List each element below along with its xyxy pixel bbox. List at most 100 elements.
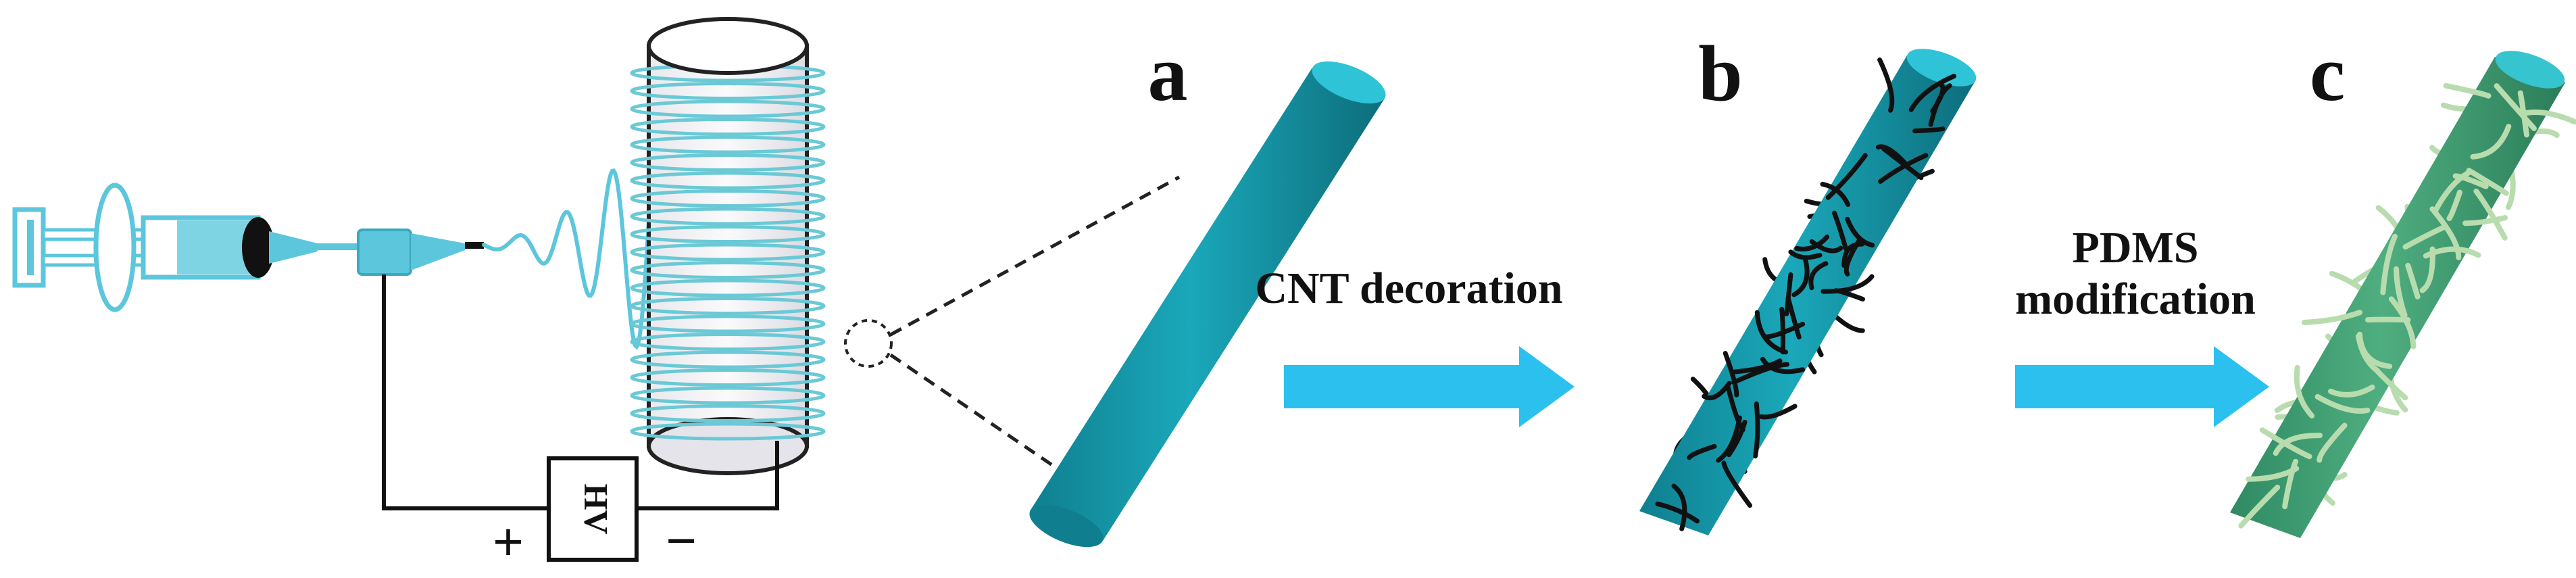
coil-loop	[630, 153, 826, 172]
step-cnt-decoration: CNT decoration	[1255, 264, 1575, 427]
coil-loop	[630, 350, 826, 369]
pdms-strand	[2470, 124, 2512, 160]
pdms-strand	[2388, 296, 2417, 350]
hv-label: HV	[578, 484, 616, 535]
cnt-strand	[1727, 419, 1748, 458]
cnt-strand	[1779, 306, 1785, 355]
cnt-strand	[1731, 362, 1790, 385]
electrospinning-setup: HV + −	[12, 17, 1181, 571]
cnt-strand	[1788, 249, 1823, 260]
coil-loop	[630, 243, 826, 262]
cnt-strand	[1721, 460, 1752, 508]
zoom-line-top	[889, 175, 1181, 337]
coil-loop	[630, 99, 826, 118]
pdms-strand	[2452, 173, 2489, 189]
pdms-strand	[2328, 384, 2375, 398]
step-pdms-modification: PDMS modification	[2015, 223, 2269, 427]
cnt-strand	[1832, 210, 1849, 251]
cnt-strand	[1820, 181, 1851, 208]
coil-loop	[630, 404, 826, 423]
needle-tip-icon	[357, 228, 484, 276]
pdms-strand	[2273, 433, 2323, 456]
coil-loop	[630, 368, 826, 387]
coil-loop	[630, 171, 826, 190]
cnt-strand	[1671, 483, 1687, 531]
pdms-strand	[2419, 246, 2435, 293]
cnt-strand	[1764, 321, 1806, 339]
panel-label-c: c	[2310, 29, 2345, 118]
cnt-strand	[1784, 272, 1793, 316]
pdms-strand	[2523, 109, 2576, 125]
coil-loop	[630, 225, 826, 243]
pdms-strand	[2462, 215, 2508, 226]
pdms-strand	[2301, 310, 2363, 325]
panel-label-b: b	[1698, 29, 1743, 118]
cnt-strand	[1820, 274, 1875, 294]
cnt-strand	[1794, 234, 1830, 251]
pdms-strand	[2259, 427, 2312, 460]
pdms-strand	[2282, 458, 2299, 510]
cnt-strand	[1845, 216, 1875, 248]
flow-arrow-icon	[2015, 346, 2269, 427]
pdms-strand	[2443, 82, 2492, 99]
pdms-strand	[2473, 188, 2508, 241]
zoom-circle	[844, 319, 893, 368]
zoom-line-bottom	[889, 353, 1056, 468]
coil-loop	[630, 82, 826, 100]
step2-label-line1: PDMS	[2073, 223, 2199, 272]
collector-drum-icon	[630, 17, 826, 475]
coil-loop	[630, 189, 826, 208]
bare-fiber	[1030, 68, 1385, 541]
cnt-strand	[1760, 356, 1806, 375]
cnt-strand	[1723, 351, 1739, 398]
flow-arrow-icon	[1284, 346, 1575, 427]
coil-loop	[630, 118, 826, 136]
pdms-strand	[2372, 366, 2408, 401]
cnt-strand	[1877, 57, 1895, 113]
pdms-strand	[2517, 90, 2529, 138]
cnt-fiber	[1639, 55, 1976, 535]
electrospun-jet	[482, 168, 651, 350]
coil-loop	[630, 314, 826, 333]
pdms-strand	[2314, 393, 2371, 414]
cnt-strand	[1655, 501, 1700, 524]
cnt-strand	[1753, 401, 1760, 459]
coil-loop	[630, 333, 826, 351]
coil-loop	[630, 422, 826, 441]
panel-b: b	[1639, 29, 1977, 535]
cnt-strand	[1759, 404, 1798, 420]
step1-label: CNT decoration	[1255, 264, 1562, 313]
cnt-strand	[1928, 83, 1952, 127]
cnt-strand	[1731, 358, 1783, 375]
cnt-strand	[1825, 153, 1868, 200]
panel-a: a	[1029, 29, 1386, 548]
pdms-strands-front	[2238, 82, 2576, 529]
pdms-strand	[2238, 484, 2281, 529]
cnt-strand	[1791, 258, 1810, 297]
pdms-strand	[2380, 233, 2398, 295]
pdms-strand	[2317, 423, 2348, 463]
cnt-strand	[1843, 238, 1862, 277]
cnt-strands-front	[1655, 57, 1957, 531]
coil-loop	[630, 135, 826, 154]
step2-label-line2: modification	[2015, 274, 2256, 324]
coil-loop	[630, 297, 826, 315]
cnt-strand	[1912, 126, 1946, 134]
panel-c: c	[2230, 29, 2576, 538]
hv-supply-icon: HV + −	[382, 274, 779, 571]
syringe-icon	[12, 183, 358, 312]
coil-loop	[630, 261, 826, 279]
pdms-strand	[2432, 169, 2473, 215]
coil-loop	[630, 207, 826, 226]
cnt-strand	[1687, 443, 1717, 460]
coil-loop	[630, 279, 826, 297]
positive-sign: +	[493, 512, 524, 571]
cnt-strand	[1908, 74, 1957, 112]
pdms-strand	[2402, 224, 2448, 250]
cnt-strand	[1808, 261, 1829, 291]
panel-label-a: a	[1148, 29, 1188, 118]
pdms-strand	[2394, 266, 2408, 318]
pdms-strand	[2446, 189, 2462, 222]
pdms-strand	[2429, 206, 2462, 260]
